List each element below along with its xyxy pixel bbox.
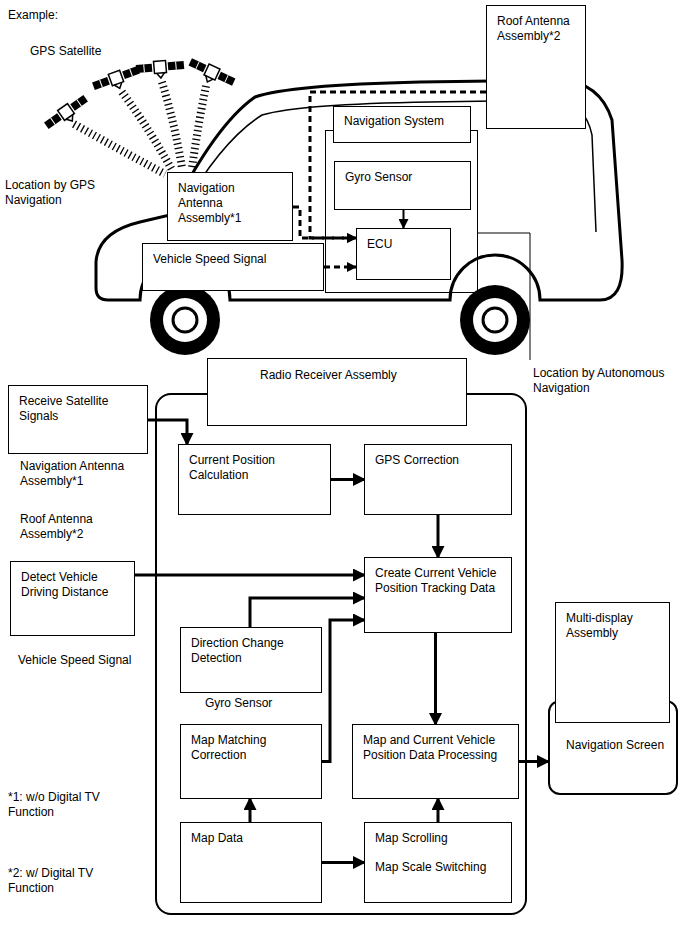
wheel bbox=[150, 285, 220, 355]
box-text: Navigation Screen bbox=[566, 738, 666, 753]
leader-line bbox=[478, 233, 530, 360]
part-label: Navigation Antenna Assembly*1 bbox=[20, 459, 155, 489]
box-text: GPS Correction bbox=[375, 453, 501, 468]
process-box: Map ScrollingMap Scale Switching bbox=[364, 822, 512, 903]
process-box: Direction Change Detection bbox=[180, 627, 322, 693]
box-text: Map Scale Switching bbox=[375, 860, 501, 875]
flow-arrow bbox=[437, 799, 440, 822]
part-label: GPS Satellite bbox=[30, 44, 101, 59]
box-text: Map Scrolling bbox=[375, 831, 501, 846]
box-text: Navigation Antenna Assembly*1 bbox=[178, 181, 282, 226]
process-box: Receive Satellite Signals bbox=[8, 385, 148, 454]
antenna-box: Roof Antenna Assembly*2 bbox=[486, 5, 586, 129]
part-label: Vehicle Speed Signal bbox=[18, 653, 131, 668]
satellite bbox=[186, 56, 237, 92]
signal-line bbox=[324, 266, 356, 269]
box-text: Map and Current Vehicle Position Data Pr… bbox=[363, 733, 508, 763]
flow-arrow bbox=[434, 633, 437, 724]
signal-beams bbox=[74, 82, 206, 174]
part-label: Gyro Sensor bbox=[205, 696, 272, 711]
box-text: Roof Antenna Assembly*2 bbox=[497, 14, 575, 44]
flow-arrow bbox=[403, 210, 405, 228]
signal-beam bbox=[74, 124, 165, 174]
flow-arrow bbox=[322, 861, 364, 864]
wheel bbox=[460, 285, 530, 355]
box-text: Detect Vehicle Driving Distance bbox=[21, 570, 124, 600]
part-label: Location by Autonomous Navigation bbox=[533, 366, 683, 396]
part-label: *1: w/o Digital TV Function bbox=[8, 790, 120, 820]
box-text: Multi-display Assembly bbox=[566, 611, 659, 641]
flow-arrow bbox=[331, 478, 364, 481]
box-text: Map Matching Correction bbox=[191, 733, 311, 763]
satellite bbox=[91, 64, 142, 96]
part-label: Roof Antenna Assembly*2 bbox=[20, 512, 150, 542]
flow-arrow bbox=[249, 799, 252, 822]
box-text: Create Current Vehicle Position Tracking… bbox=[375, 566, 501, 596]
process-box: Map Matching Correction bbox=[180, 724, 322, 799]
antenna-box: Navigation Antenna Assembly*1 bbox=[167, 172, 293, 241]
box-text: Gyro Sensor bbox=[345, 170, 460, 185]
box-text: Radio Receiver Assembly bbox=[207, 358, 467, 426]
signal-beam bbox=[162, 82, 182, 168]
part-label: Example: bbox=[8, 8, 58, 23]
satellites bbox=[43, 56, 236, 134]
process-box: GPS Correction bbox=[364, 444, 512, 515]
process-box: Map and Current Vehicle Position Data Pr… bbox=[352, 724, 519, 799]
flow-arrow bbox=[135, 574, 364, 577]
process-box: Current Position Calculation bbox=[178, 444, 331, 515]
box-text: Direction Change Detection bbox=[191, 636, 311, 666]
process-box: Create Current Vehicle Position Tracking… bbox=[364, 557, 512, 633]
box-text: Current Position Calculation bbox=[189, 453, 320, 483]
box-text: Vehicle Speed Signal bbox=[153, 252, 313, 267]
box-text: Map Data bbox=[191, 831, 311, 846]
process-box: Detect Vehicle Driving Distance bbox=[10, 561, 135, 636]
box-text: Navigation System bbox=[333, 106, 471, 143]
display-box: Multi-display Assembly bbox=[555, 602, 670, 723]
satellite bbox=[136, 59, 185, 80]
flow-arrow bbox=[519, 760, 548, 763]
flow-arrow bbox=[437, 515, 440, 557]
box-text: ECU bbox=[367, 237, 440, 252]
signal-box: Vehicle Speed Signal bbox=[142, 243, 324, 291]
ecu-box: ECU bbox=[356, 228, 451, 280]
signal-line bbox=[310, 92, 486, 238]
signal-beam bbox=[122, 92, 172, 170]
sensor-box: Gyro Sensor bbox=[334, 161, 471, 210]
satellite bbox=[43, 93, 92, 134]
part-label: *2: w/ Digital TV Function bbox=[8, 866, 120, 896]
system-box: Navigation SystemGyro SensorECU bbox=[325, 130, 478, 293]
data-box: Map Data bbox=[180, 822, 322, 903]
flow-arrow bbox=[148, 420, 187, 444]
receiver-box: Radio Receiver AssemblyCurrent Position … bbox=[155, 393, 527, 915]
part-label: Location by GPS Navigation bbox=[5, 178, 123, 208]
box-text: Receive Satellite Signals bbox=[19, 394, 137, 424]
flow-arrow bbox=[250, 598, 364, 627]
